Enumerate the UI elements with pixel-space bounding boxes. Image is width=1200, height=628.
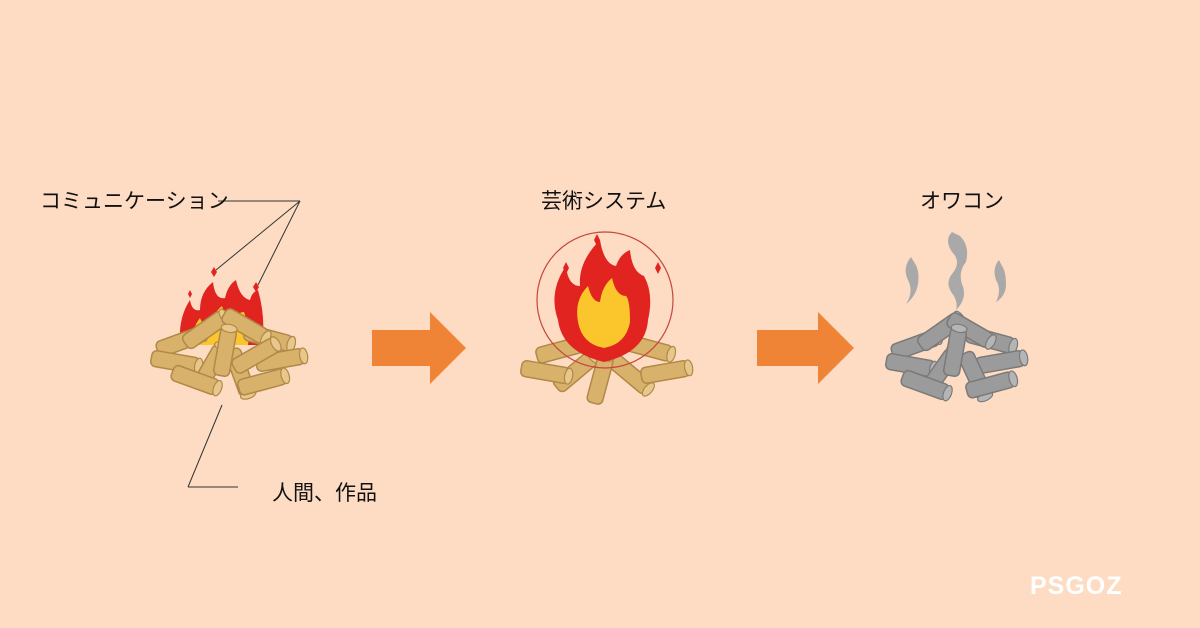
communication-label: コミュニケーション: [40, 189, 229, 213]
art-system-label: 芸術システム: [541, 189, 667, 213]
owakon-label: オワコン: [920, 189, 1004, 213]
smoke-icon: [905, 232, 1006, 310]
large-bonfire-icon: [519, 231, 695, 407]
right-arrow-icon: [372, 312, 466, 384]
small-bonfire-icon: [149, 267, 310, 402]
connector-lines: [187, 200, 301, 488]
human-work-label: 人間、作品: [272, 481, 377, 505]
right-arrow-icon: [757, 312, 854, 384]
ash-pile-icon: [884, 308, 1030, 405]
watermark: PSGOZ: [1030, 572, 1123, 600]
